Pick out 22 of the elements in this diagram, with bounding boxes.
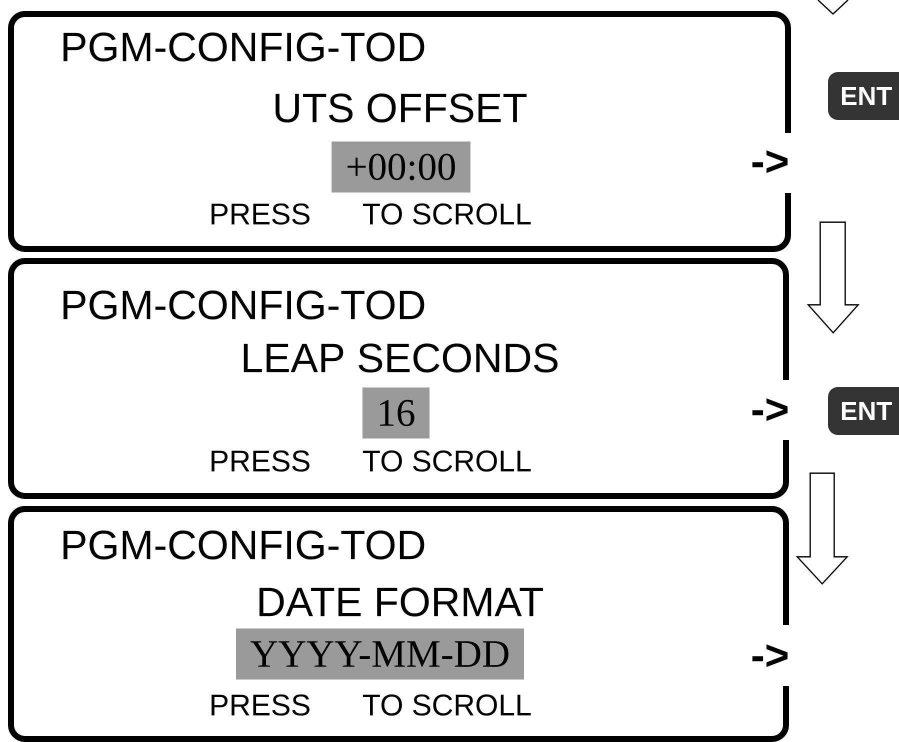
instruction-text: TO SCROLL xyxy=(362,450,531,472)
instruction-text: TO SCROLL xyxy=(362,694,531,716)
value-field: YYYY-MM-DD xyxy=(236,628,524,680)
screen-title: PGM-CONFIG-TOD xyxy=(64,32,424,62)
enter-key: ENT xyxy=(828,387,899,435)
menu-item: DATE FORMAT xyxy=(260,588,543,617)
value-field: 16 xyxy=(362,388,430,438)
instruction-text: PRESS xyxy=(212,203,310,225)
arrow-symbol: -> xyxy=(752,398,788,422)
down-arrow xyxy=(806,222,860,334)
enter-key: ENT xyxy=(828,72,899,120)
instruction-text: TO SCROLL xyxy=(362,203,531,225)
screen-title: PGM-CONFIG-TOD xyxy=(64,290,424,320)
down-arrow xyxy=(796,472,849,585)
screen-title: PGM-CONFIG-TOD xyxy=(64,530,424,560)
menu-item: UTS OFFSET xyxy=(276,94,527,123)
value-field: +00:00 xyxy=(332,142,470,192)
instruction-text: PRESS xyxy=(212,694,310,716)
menu-item: LEAP SECONDS xyxy=(244,344,558,373)
arrow-symbol: -> xyxy=(752,644,788,668)
instruction-text: PRESS xyxy=(212,450,310,472)
arrow-symbol: -> xyxy=(752,150,788,174)
